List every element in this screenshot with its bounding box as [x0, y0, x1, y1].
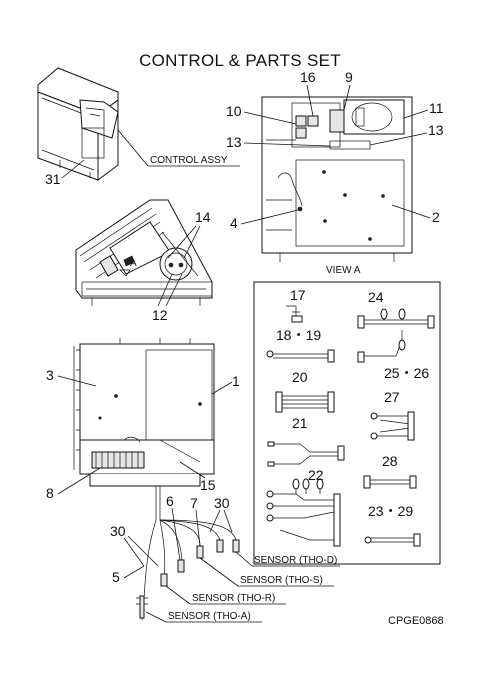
diagram-title: CONTROL & PARTS SET: [139, 51, 341, 70]
leader-10: [243, 111, 297, 125]
leader-11: [403, 109, 429, 119]
leader-12a: [157, 273, 173, 307]
callout-8: 8: [46, 485, 54, 501]
control-box-main: [73, 338, 215, 520]
callout-15: 15: [200, 477, 216, 493]
callout-20: 20: [292, 369, 308, 385]
leader-12b: [165, 273, 183, 307]
view-a-label: VIEW A: [326, 265, 361, 276]
leader-30-right-b: [223, 509, 233, 533]
outdoor-unit-illustration: [37, 67, 119, 181]
callout-2: 2: [432, 209, 440, 225]
sensor-tho-s-label: SENSOR (THO-S): [240, 575, 323, 586]
callout-7: 7: [190, 495, 198, 511]
callout-30-right: 30: [214, 495, 230, 511]
leader-30-right-a: [209, 509, 221, 533]
leader-30-left-b: [127, 535, 159, 567]
leader-16: [306, 84, 314, 117]
drawing-code: CPGE0868: [388, 615, 444, 627]
callout-28: 28: [382, 453, 398, 469]
leader-30-left-a: [123, 537, 145, 567]
sensor-tho-r-label: SENSOR (THO-R): [192, 593, 275, 604]
leader-sensor-tho-r: [165, 585, 191, 605]
leader-2: [391, 204, 431, 219]
leader-14b: [183, 225, 201, 259]
sensor-tho-a-label: SENSOR (THO-A): [168, 611, 251, 622]
callout-1: 1: [232, 373, 240, 389]
callout-5: 5: [112, 569, 120, 585]
leader-13-left: [243, 142, 331, 147]
callout-23-29: 23・29: [368, 503, 413, 519]
callout-9: 9: [345, 69, 353, 85]
leader-7: [195, 509, 201, 547]
leader-3: [57, 375, 97, 387]
leader-13-right: [369, 132, 428, 146]
callout-16: 16: [300, 69, 316, 85]
sensor-tho-d-label: SENSOR (THO-D): [254, 555, 337, 566]
callout-25-26: 25・26: [384, 365, 429, 381]
callout-10: 10: [226, 103, 242, 119]
leader-4: [240, 209, 299, 225]
leader-1: [211, 381, 233, 395]
leader-14a: [167, 225, 197, 259]
callout-14: 14: [195, 209, 211, 225]
callout-17: 17: [290, 287, 306, 303]
leader-sensor-tho-d: [235, 551, 253, 567]
parts-set-box: [253, 281, 441, 565]
callout-13-right: 13: [428, 122, 444, 138]
callout-30-left: 30: [110, 523, 126, 539]
leader-sensor-tho-s: [199, 557, 239, 587]
callout-3: 3: [46, 367, 54, 383]
callout-21: 21: [292, 415, 308, 431]
leader-8: [57, 467, 101, 495]
leader-control-assy: [117, 129, 149, 167]
callout-13-left: 13: [226, 134, 242, 150]
leader-sensor-tho-a: [145, 611, 167, 623]
callout-27: 27: [384, 389, 400, 405]
callout-12: 12: [152, 307, 168, 323]
callout-6: 6: [166, 493, 174, 509]
callout-11: 11: [429, 100, 444, 116]
view-a-panel: [261, 96, 413, 262]
leader-6: [171, 507, 181, 561]
leader-9: [343, 84, 351, 111]
callout-4: 4: [230, 215, 238, 231]
callout-24: 24: [368, 289, 384, 305]
control-assy-label: CONTROL ASSY: [150, 155, 228, 166]
control-box-perspective: [75, 199, 213, 306]
callout-22: 22: [308, 467, 324, 483]
callout-31: 31: [45, 171, 61, 187]
callout-18-19: 18・19: [276, 327, 321, 343]
view-arrow-label: A: [130, 258, 137, 269]
leader-15: [179, 461, 206, 479]
leader-5: [123, 565, 145, 579]
leader-31: [61, 159, 85, 179]
sensor-harness: [136, 519, 240, 621]
